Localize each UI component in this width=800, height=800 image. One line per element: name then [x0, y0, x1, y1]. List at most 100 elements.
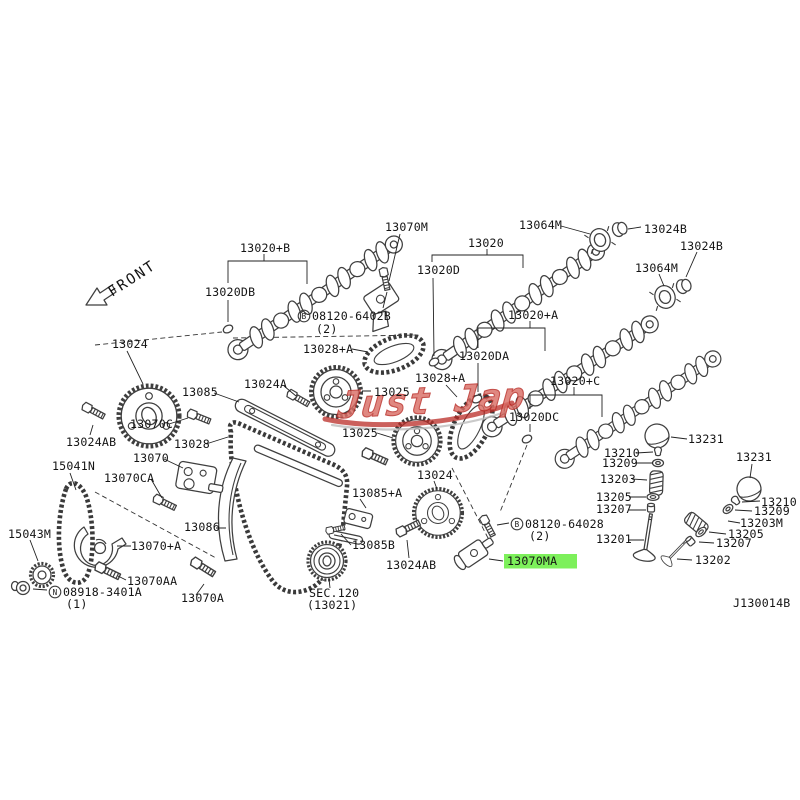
- label-13020db: 13020DB: [205, 285, 255, 299]
- label-13024-2: 13024: [417, 468, 453, 482]
- label-13020c: 13020+C: [550, 374, 600, 388]
- label-13070aa: 13070AA: [127, 574, 177, 588]
- bracket-lines: [227, 254, 603, 432]
- bolt-13070a: [188, 555, 218, 579]
- label-13024b-1: 13024B: [644, 222, 687, 236]
- watermark-swoosh2-icon: [330, 410, 507, 431]
- label-13024a-1: 13024A: [244, 377, 287, 391]
- front-direction-marker: FRONT: [85, 258, 159, 306]
- label-13203m: 13203M: [740, 516, 783, 530]
- label-15041n: 15041N: [52, 459, 95, 473]
- label-13207-2: 13207: [716, 536, 752, 550]
- label-13209-2: 13209: [754, 504, 790, 518]
- chain-guide-inner-strip: [253, 444, 343, 488]
- label-13020a: 13020+A: [508, 308, 558, 322]
- label-13070a: 13070A: [181, 591, 224, 605]
- chain-guide-13086: [217, 457, 247, 562]
- label-13025-2: 13025: [342, 426, 378, 440]
- label-13086: 13086: [184, 520, 220, 534]
- label-13064m-2: 13064M: [635, 261, 678, 275]
- label-13020: 13020: [468, 236, 504, 250]
- end-seal-13020dc: [520, 432, 534, 446]
- sprocket-13024-left: [119, 386, 180, 447]
- bolt-13024ab-2: [393, 518, 422, 539]
- label-nut1-qty: (1): [66, 597, 88, 611]
- label-13070pa: 13070+A: [131, 539, 181, 553]
- tensioner-13070: [175, 460, 224, 495]
- highlight-13070ma: [504, 554, 577, 569]
- valve-13201: [632, 511, 663, 564]
- label-sec120-line1: SEC.120: [309, 586, 359, 600]
- leader-lines: [29, 225, 761, 596]
- label-13064m-1: 13064M: [519, 218, 562, 232]
- label-13070m: 13070M: [385, 220, 428, 234]
- label-13207-1: 13207: [596, 502, 632, 516]
- label-13020b: 13020+B: [240, 241, 290, 255]
- label-13202: 13202: [695, 553, 731, 567]
- label-b-prefix-2: B: [515, 520, 520, 529]
- retainer-13209-2: [720, 502, 736, 516]
- plug-13024b-2: [674, 276, 694, 296]
- collet-13210-1: [653, 446, 663, 457]
- valve-13202: [659, 535, 692, 569]
- label-13025-1: 13025: [374, 385, 410, 399]
- nut-08918-3401a: [10, 580, 31, 596]
- tensioner-13070m: [363, 281, 400, 333]
- label-n-prefix: N: [53, 588, 58, 597]
- timing-chain-15041n: [56, 480, 95, 585]
- bolt-13024ab-1: [80, 400, 107, 421]
- sprocket-15043m: [28, 561, 56, 589]
- diagram-id: J130014B: [733, 596, 790, 610]
- label-13085: 13085: [182, 385, 218, 399]
- label-13070ca: 13070CA: [104, 471, 154, 485]
- watermark-swoosh-icon: [322, 400, 515, 428]
- label-nut-08918-3401a: N 08918-3401A (1): [48, 585, 142, 611]
- camshaft-13020: [426, 236, 611, 376]
- valve-seal-13207-1: [646, 502, 656, 513]
- bolt-13070ca: [151, 492, 178, 513]
- sprocket-13024-bottom: [411, 486, 465, 540]
- end-seal-13020db: [221, 322, 235, 336]
- label-13028: 13028: [174, 437, 210, 451]
- retainer-13209-1: [651, 458, 665, 468]
- label-13020d: 13020D: [417, 263, 460, 277]
- plug-13024b-1: [610, 219, 630, 239]
- label-13203: 13203: [600, 472, 636, 486]
- label-bolt-08120-64028: B 08120-64028 (2): [510, 517, 604, 543]
- label-bolt1-qty: (2): [316, 322, 338, 336]
- label-13085b: 13085B: [352, 538, 395, 552]
- tensioner-13070ma: [453, 537, 494, 571]
- bolt-13024a-2: [359, 446, 390, 467]
- label-bolt-08120-6402b: B 08120-6402B (2): [297, 309, 391, 336]
- crank-sprocket-sec120: [306, 540, 348, 582]
- bracket-13085a: [343, 508, 374, 530]
- label-13231-2: 13231: [736, 450, 772, 464]
- label-nut1-number: 08918-3401A: [63, 585, 142, 599]
- bolt-13070c: [185, 407, 213, 426]
- watermark: Just Jap: [322, 373, 528, 431]
- label-13024-1: 13024: [112, 337, 148, 351]
- chain-guide-13085: [234, 398, 336, 457]
- label-13024ab-1: 13024AB: [66, 435, 116, 449]
- label-13020dc: 13020DC: [509, 410, 559, 424]
- label-13020da: 13020DA: [459, 349, 509, 363]
- chain-loop-13028a-1: [362, 333, 426, 375]
- construction-dashes: [94, 331, 528, 559]
- label-13085a: 13085+A: [352, 486, 402, 500]
- pivot-13070pa: [73, 526, 127, 568]
- label-13028a-2: 13028+A: [415, 371, 465, 385]
- label-13070: 13070: [133, 451, 169, 465]
- label-13231-1: 13231: [688, 432, 724, 446]
- bolt-08120-64028: [478, 513, 498, 539]
- label-13070c: 13070C: [130, 417, 173, 431]
- label-13205-1: 13205: [596, 490, 632, 504]
- label-13209-1: 13209: [602, 456, 638, 470]
- label-sec120-line2: (13021): [307, 598, 357, 612]
- label-13070ma: 13070MA: [507, 554, 557, 568]
- label-13201: 13201: [596, 532, 632, 546]
- spring-seat-13205-1: [646, 492, 660, 502]
- label-b-prefix-1: B: [302, 312, 307, 321]
- label-13210-2: 13210: [761, 495, 797, 509]
- label-bolt1-number: 08120-6402B: [312, 309, 391, 323]
